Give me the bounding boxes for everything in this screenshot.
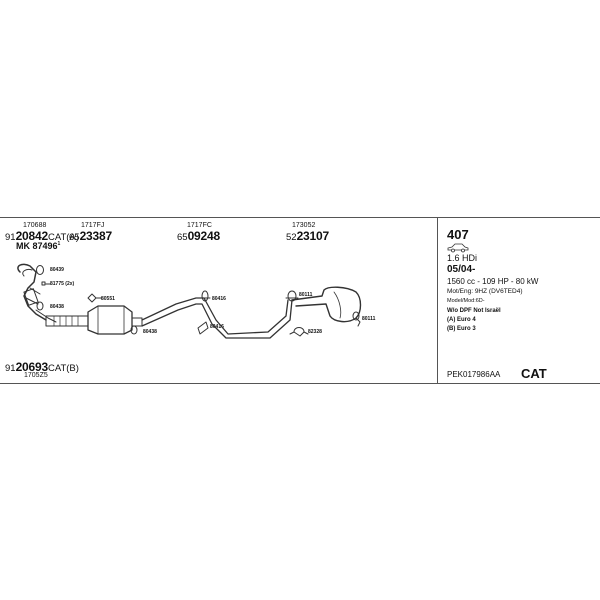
vehicle-note-euro3: (B) Euro 3 [447, 326, 476, 332]
vehicle-motor: Mot/Eng: 9HZ (DV6TED4) [447, 288, 523, 295]
gasket-80439[interactable] [36, 265, 44, 275]
part-main-number: 23387 [79, 229, 113, 243]
clamp-80416-a[interactable] [199, 290, 211, 302]
frame-bottom-border [0, 383, 600, 384]
part-suffix: CAT(A) [47, 232, 79, 243]
catalytic-converter-part[interactable] [87, 305, 143, 335]
part-main-number: 20842 [15, 229, 49, 243]
flex-pipe-part[interactable] [45, 315, 89, 327]
part-main-number: 09248 [187, 229, 221, 243]
callout-80111-a: 80111 [299, 292, 313, 298]
part-main-number: 20693 [15, 360, 49, 374]
callout-80439: 80439 [50, 267, 64, 273]
vehicle-displacement: 1560 cc - 109 HP - 80 kW [447, 277, 539, 286]
bolt-81775[interactable] [41, 281, 51, 286]
hanger-82328[interactable] [289, 327, 309, 337]
part-ref-1717fj: 1717FJ [81, 222, 105, 229]
gasket-80438-b[interactable] [130, 325, 138, 335]
clamp-80111-b[interactable] [352, 311, 360, 321]
part-number-23387[interactable]: 6523387 [69, 230, 112, 243]
kit-main-number: 87496 [32, 241, 58, 251]
part-ref-1717fc: 1717FC [187, 222, 212, 229]
clamp-80416-b[interactable] [197, 321, 209, 335]
vehicle-year: 05/04- [447, 264, 476, 275]
part-prefix: 65 [177, 232, 188, 243]
frame-divider [437, 217, 438, 383]
part-main-number: 23107 [296, 229, 330, 243]
callout-80416-a: 80416 [212, 296, 226, 302]
part-number-20842[interactable]: 9120842CAT(A) [5, 230, 79, 243]
part-prefix: 91 [5, 363, 16, 374]
callout-80551: 80551 [101, 296, 115, 302]
part-number-20693[interactable]: 9120693CAT(B) [5, 361, 79, 374]
cat-label: CAT [521, 366, 547, 381]
part-ref-173052: 173052 [292, 222, 316, 229]
part-suffix: CAT(B) [47, 363, 79, 374]
rear-silencer-part[interactable] [291, 286, 362, 327]
part-prefix: 91 [5, 232, 16, 243]
callout-80438-b: 80438 [143, 329, 157, 335]
car-icon [447, 243, 469, 253]
diagram-code: PEK017986AA [447, 370, 501, 379]
kit-marker: 1 [57, 241, 61, 247]
part-number-23107[interactable]: 5223107 [286, 230, 329, 243]
callout-80111-b: 80111 [362, 316, 376, 322]
kit-prefix: MK [16, 241, 30, 251]
vehicle-engine: 1.6 HDi [447, 253, 478, 263]
callout-80416-b: 80416 [210, 324, 224, 330]
kit-number[interactable]: MK 874961 [16, 242, 60, 251]
downpipe-part[interactable] [17, 263, 57, 323]
gasket-80438-a[interactable] [36, 301, 44, 311]
clamp-80111-a[interactable] [285, 290, 299, 302]
vehicle-model-code: Model/Mod:6D- [447, 298, 485, 304]
callout-81775: 81775 (2x) [50, 281, 75, 287]
frame-top-border [0, 217, 600, 218]
part-prefix: 65 [69, 232, 80, 243]
part-ref-1705z5: 1705Z5 [24, 372, 48, 379]
vehicle-note-euro4: (A) Euro 4 [447, 317, 476, 323]
vehicle-note-dpf: W/o DPF Not Israël [447, 308, 501, 314]
vehicle-model: 407 [447, 227, 469, 242]
callout-82328: 82328 [308, 329, 322, 335]
callout-80438-a: 80438 [50, 304, 64, 310]
part-ref-170688: 170688 [23, 222, 47, 229]
intermediate-pipe-part[interactable] [141, 297, 293, 339]
part-number-09248[interactable]: 6509248 [177, 230, 220, 243]
part-prefix: 52 [286, 232, 297, 243]
sensor-80551[interactable] [87, 293, 103, 303]
